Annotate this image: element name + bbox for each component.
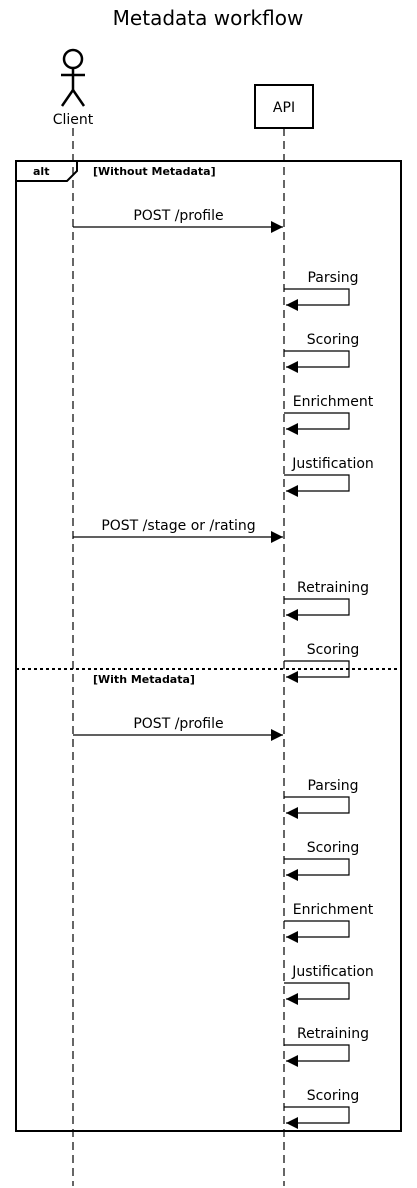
api-participant-box [254,84,314,129]
self-message-arrow [284,350,350,373]
self-message-arrow [284,412,350,435]
self-message-arrow [284,920,350,943]
message-label: Retraining [297,580,369,596]
message-label: Scoring [307,642,360,658]
guard-without-metadata: [Without Metadata] [93,165,216,178]
alt-fragment-frame [15,160,402,1132]
self-message-arrow [284,288,350,311]
message-label: Parsing [307,270,358,286]
message-label: Justification [291,964,374,980]
message-label: Scoring [307,1088,360,1104]
messages-group: POST /profileParsingScoringEnrichmentJus… [73,208,374,1129]
diagram-title: Metadata workflow [113,6,304,30]
message-label: Enrichment [293,394,374,410]
message-label: Enrichment [293,902,374,918]
api-label: API [273,100,295,116]
self-message-arrow [284,474,350,497]
message-label: POST /profile [133,208,223,224]
message-label: Retraining [297,1026,369,1042]
self-message-arrow [284,796,350,819]
message-label: Scoring [307,840,360,856]
self-message-arrow [284,660,350,683]
self-message-arrow [284,1044,350,1067]
self-message-arrow [284,1106,350,1129]
message-label: Scoring [307,332,360,348]
message-label: POST /stage or /rating [101,518,255,534]
self-message-arrow [284,982,350,1005]
client-actor-icon [60,48,86,107]
alt-keyword: alt [33,165,49,178]
self-message-arrow [284,598,350,621]
message-label: Parsing [307,778,358,794]
self-message-arrow [284,858,350,881]
client-label: Client [53,112,94,128]
message-label: Justification [291,456,374,472]
guard-with-metadata: [With Metadata] [93,673,195,686]
alt-fragment-tab [16,161,78,182]
message-label: POST /profile [133,716,223,732]
